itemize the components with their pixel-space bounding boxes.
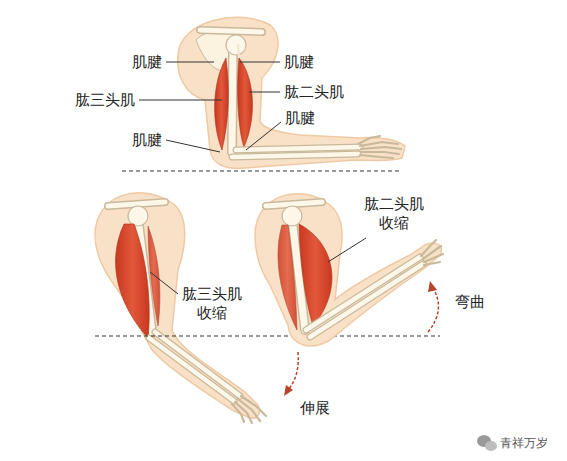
clavicle xyxy=(200,30,262,32)
ulna xyxy=(149,338,234,401)
hand-bones xyxy=(421,240,443,265)
muscle-label: 肱二头肌 xyxy=(284,83,344,102)
muscle-label: 肱二头肌 收缩 xyxy=(361,195,427,233)
muscle-label: 肱三头肌 xyxy=(75,91,135,110)
radius xyxy=(155,332,240,396)
tendon-label-text: 肌腱 xyxy=(132,53,162,72)
tendon-label: 肌腱 xyxy=(132,131,162,150)
watermark-icon xyxy=(477,435,497,451)
tendon-label-text: 肌腱 xyxy=(132,131,162,150)
tendon xyxy=(238,44,239,58)
tendon-label: 肌腱 xyxy=(284,53,314,72)
clavicle xyxy=(108,202,165,206)
biceps xyxy=(148,226,160,326)
muscle-label: 肱三头肌 收缩 xyxy=(179,285,245,323)
hand-bones xyxy=(358,136,401,158)
motion-label-text: 伸展 xyxy=(300,399,330,418)
clavicle xyxy=(266,202,322,206)
tendon-label: 肌腱 xyxy=(285,109,315,128)
motion-label-text: 弯曲 xyxy=(455,293,485,312)
arrowhead xyxy=(284,385,293,396)
ulna xyxy=(310,264,423,337)
clavicle xyxy=(108,202,165,206)
muscle-label-text: 肱二头肌 xyxy=(284,83,344,102)
ulna xyxy=(232,154,358,157)
hand-bones xyxy=(232,396,266,423)
clavicle xyxy=(266,202,322,206)
skin xyxy=(95,193,260,419)
muscle-label-text: 肱三头肌 收缩 xyxy=(179,285,245,323)
radius xyxy=(236,147,360,150)
triceps xyxy=(116,224,150,338)
motion-arrow xyxy=(288,352,298,390)
muscle-label-text: 肱三头肌 xyxy=(75,91,135,110)
motion-label: 伸展 xyxy=(300,399,330,418)
skin xyxy=(255,194,441,346)
ulna xyxy=(149,338,234,401)
baseline xyxy=(95,336,440,337)
humeral-head xyxy=(282,206,302,226)
biceps xyxy=(299,224,332,326)
triceps xyxy=(215,58,229,150)
tendon-label: 肌腱 xyxy=(132,53,162,72)
humeral-head xyxy=(128,206,148,226)
radius xyxy=(236,147,360,150)
baseline xyxy=(122,171,400,172)
radius xyxy=(306,257,420,330)
humeral-head xyxy=(226,35,246,55)
top-arm xyxy=(122,17,405,171)
motion-arrow xyxy=(428,288,438,332)
ulna xyxy=(310,264,423,337)
skin xyxy=(178,17,405,168)
watermark-text: 青祥万岁 xyxy=(500,436,548,451)
ulna xyxy=(232,154,358,157)
humerus xyxy=(232,48,233,152)
clavicle xyxy=(200,30,262,32)
humerus xyxy=(232,48,233,152)
flexed-arm xyxy=(255,194,443,346)
triceps xyxy=(278,225,297,330)
motion-label: 弯曲 xyxy=(455,293,485,312)
leader-line xyxy=(150,272,178,294)
tendon-label-text: 肌腱 xyxy=(284,53,314,72)
muscle-label-text: 肱二头肌 收缩 xyxy=(361,195,427,233)
tendon-label-text: 肌腱 xyxy=(285,109,315,128)
biceps xyxy=(238,58,253,147)
arrowhead xyxy=(428,281,437,292)
radius xyxy=(155,332,240,396)
leader-line xyxy=(328,238,366,262)
watermark: 青祥万岁 xyxy=(500,436,548,451)
radius xyxy=(306,257,420,330)
